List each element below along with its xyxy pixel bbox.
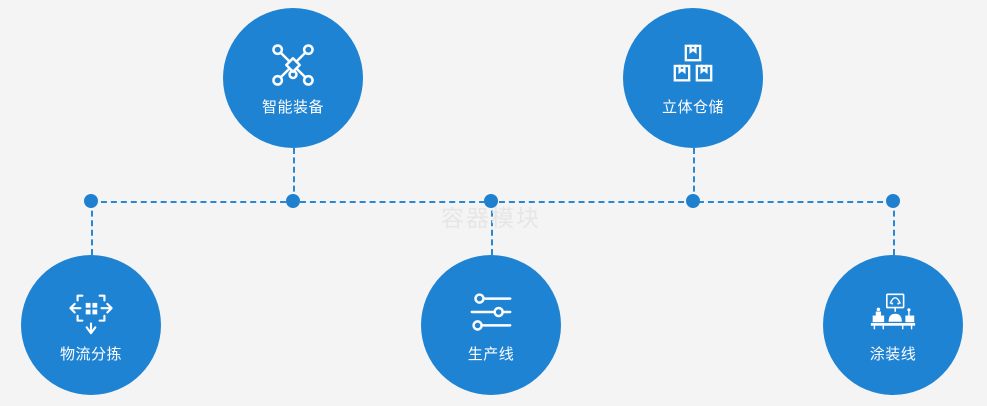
connector-production-line	[491, 201, 493, 255]
node-label: 物流分拣	[59, 345, 122, 363]
spine-dot-4	[686, 194, 700, 208]
node-logistics-sorting[interactable]: 物流分拣	[21, 255, 161, 395]
node-stereoscopic-warehouse[interactable]: 立体仓储	[623, 8, 763, 148]
spine-dot-5	[886, 194, 900, 208]
node-label: 涂装线	[869, 345, 917, 363]
spine-dot-3	[484, 194, 498, 208]
node-coating-line[interactable]: 涂装线	[823, 255, 963, 395]
connector-intelligent-equipment	[293, 148, 295, 201]
stacked-boxes-icon	[670, 42, 716, 88]
watermark-text: 容器模块	[441, 205, 541, 231]
spine-dot-1	[84, 194, 98, 208]
network-nodes-icon	[270, 42, 316, 88]
connector-stereoscopic-warehouse	[693, 148, 695, 201]
scan-sorting-arrows-icon	[68, 289, 114, 335]
node-intelligent-equipment[interactable]: 智能装备	[223, 8, 363, 148]
spine-dot-2	[286, 194, 300, 208]
node-label: 生产线	[467, 345, 515, 363]
connector-logistics-sorting	[91, 201, 93, 255]
node-production-line[interactable]: 生产线	[421, 255, 561, 395]
node-label: 立体仓储	[661, 98, 724, 116]
node-label: 智能装备	[261, 98, 324, 116]
connector-coating-line	[893, 201, 895, 255]
paint-shop-machine-icon	[870, 289, 916, 335]
sliders-icon	[468, 289, 514, 335]
